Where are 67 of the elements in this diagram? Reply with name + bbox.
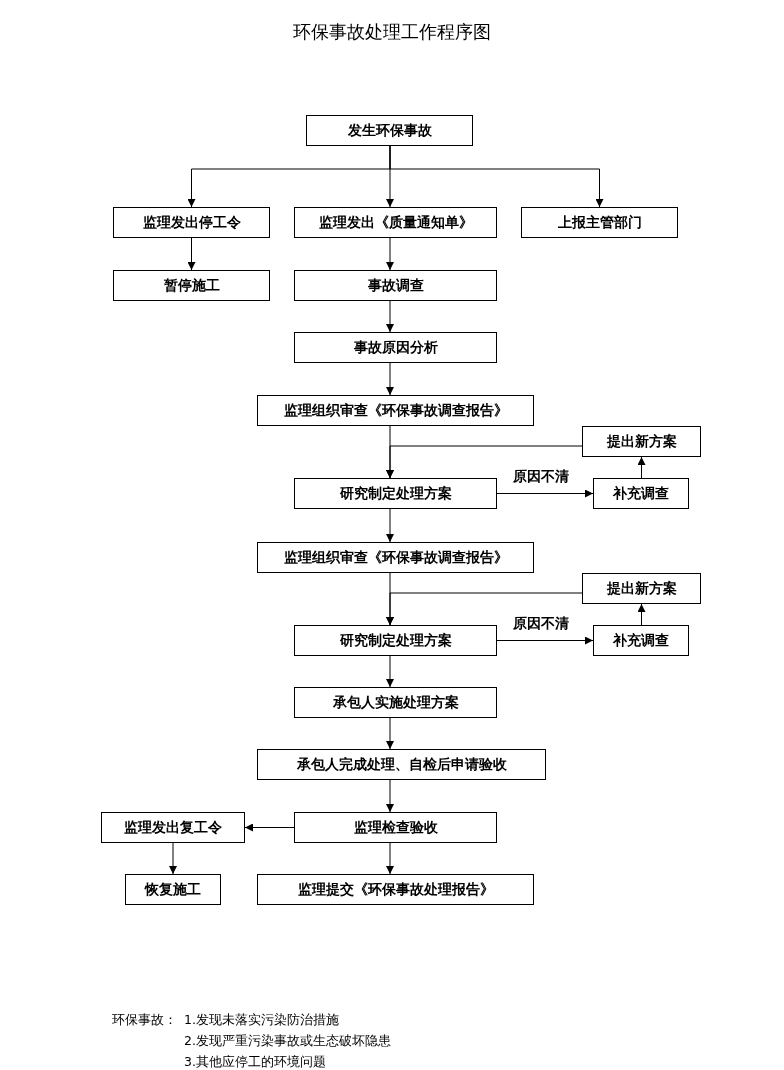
arrow: [244, 823, 295, 832]
box-label: 承包人完成处理、自检后申请验收: [296, 755, 507, 774]
edge-label: 原因不清: [511, 467, 571, 486]
process-box: [306, 115, 473, 146]
arrow: [386, 779, 394, 813]
process-box: [294, 207, 497, 238]
box-label: 监理发出《质量通知单》: [318, 213, 473, 232]
box-label: 研究制定处理方案: [339, 631, 452, 650]
box-label: 暂停施工: [163, 276, 220, 295]
note-text: 环保事故：: [112, 1012, 177, 1029]
process-box: [101, 812, 245, 843]
arrow: [386, 300, 394, 333]
process-box: [257, 874, 534, 905]
arrow: [386, 237, 394, 271]
process-box: [113, 270, 270, 301]
arrow: [386, 445, 583, 479]
note-text: 3.其他应停工的环境问题: [184, 1054, 326, 1070]
box-label: 提出新方案: [606, 432, 677, 451]
arrow: [386, 717, 394, 750]
process-box: [257, 542, 534, 573]
arrow: [187, 237, 196, 271]
box-label: 研究制定处理方案: [339, 484, 452, 503]
process-box: [294, 687, 497, 718]
process-box: [593, 625, 689, 656]
process-box: [593, 478, 689, 509]
box-label: 补充调查: [613, 484, 669, 503]
box-label: 提出新方案: [606, 579, 677, 598]
arrow: [386, 362, 394, 396]
box-label: 补充调查: [613, 631, 669, 650]
process-box: [582, 426, 701, 457]
process-box: [294, 270, 497, 301]
box-label: 上报主管部门: [557, 213, 642, 232]
box-label: 监理提交《环保事故处理报告》: [297, 880, 494, 899]
box-label: 监理发出复工令: [124, 818, 222, 837]
process-box: [582, 573, 701, 604]
process-box: [521, 207, 678, 238]
arrow: [496, 489, 594, 498]
box-label: 发生环保事故: [347, 121, 432, 140]
box-label: 监理组织审查《环保事故调查报告》: [283, 548, 508, 567]
arrow: [386, 508, 394, 543]
box-label: 恢复施工: [145, 880, 201, 899]
box-label: 监理检查验收: [353, 818, 438, 837]
arrow: [386, 842, 394, 875]
diagram-title: 环保事故处理工作程序图: [292, 20, 492, 44]
box-label: 监理组织审查《环保事故调查报告》: [283, 401, 508, 420]
process-box: [294, 812, 497, 843]
process-box: [113, 207, 270, 238]
box-label: 承包人实施处理方案: [332, 693, 459, 712]
process-box: [257, 395, 534, 426]
process-box: [294, 478, 497, 509]
arrow: [389, 145, 604, 208]
box-label: 监理发出停工令: [142, 213, 241, 232]
box-label: 事故调查: [367, 276, 424, 295]
note-text: 2.发现严重污染事故或生态破坏隐患: [184, 1033, 391, 1050]
arrow: [637, 603, 646, 626]
process-box: [257, 749, 546, 780]
arrow: [496, 636, 594, 645]
arrow: [637, 456, 646, 479]
arrow: [386, 655, 394, 688]
note-text: 1.发现未落实污染防治措施: [184, 1012, 339, 1029]
process-box: [294, 625, 497, 656]
arrow: [386, 592, 583, 626]
arrow: [169, 842, 177, 875]
process-box: [294, 332, 497, 363]
box-label: 事故原因分析: [353, 338, 438, 357]
process-box: [125, 874, 221, 905]
edge-label: 原因不清: [511, 614, 571, 633]
